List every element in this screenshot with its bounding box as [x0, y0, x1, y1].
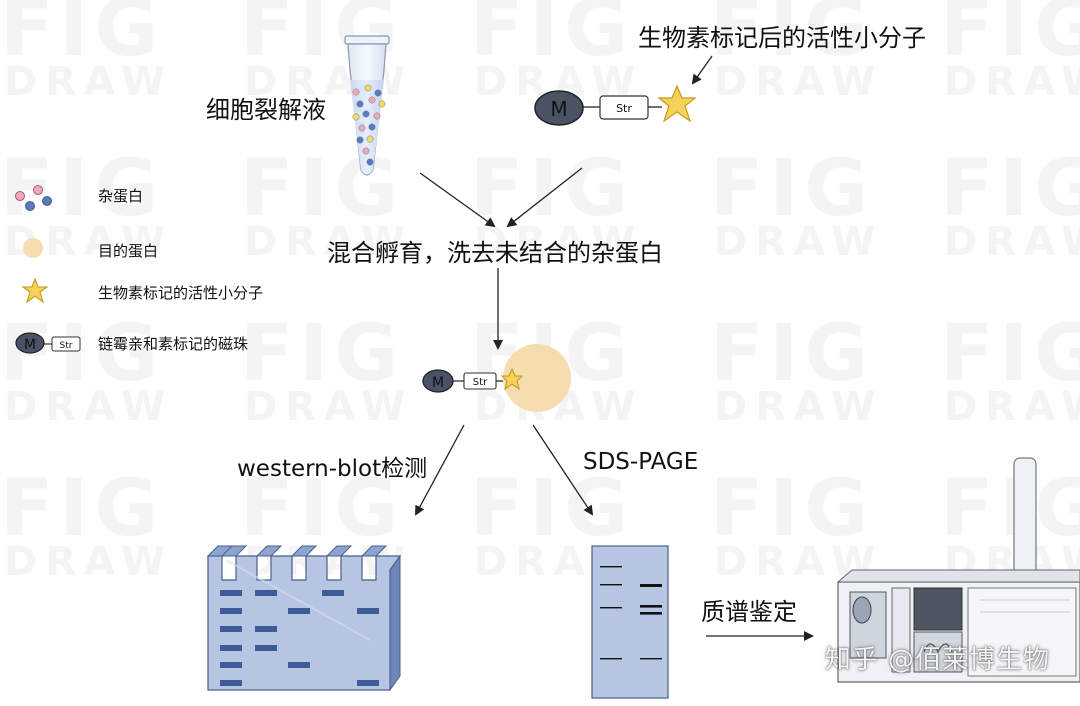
lysate-protein-dot — [364, 84, 372, 92]
arrow-probe-to-mix — [506, 167, 583, 228]
svg-text:M: M — [24, 337, 36, 353]
legend-label-target: 目的蛋白 — [98, 242, 159, 260]
sds-page-label: SDS-PAGE — [583, 449, 699, 475]
svg-text:Str: Str — [60, 341, 73, 351]
lysate-protein-dot — [362, 147, 370, 155]
lysate-protein-dot — [356, 100, 364, 108]
bead-letter: M — [432, 375, 444, 391]
western-band — [288, 662, 310, 668]
arrow-to-western — [415, 424, 465, 516]
star-icon — [500, 367, 524, 391]
linker-label: Str — [616, 102, 632, 115]
lysate-protein-dot — [356, 136, 364, 144]
lysate-protein-dot — [378, 100, 386, 108]
western-band — [255, 645, 277, 651]
sds-band — [640, 584, 662, 587]
western-band — [220, 645, 242, 651]
target-protein-icon — [503, 344, 571, 412]
sds-band — [640, 605, 662, 608]
lysate-protein-dot — [352, 88, 360, 96]
lysate-protein-dot — [374, 89, 382, 97]
credit-watermark: 知乎 @佰莱博生物 — [824, 645, 1050, 675]
western-bands — [220, 590, 379, 686]
sds-band — [600, 584, 622, 586]
lysate-tube — [344, 35, 390, 176]
lysate-protein-dot — [352, 113, 360, 121]
western-band — [357, 680, 379, 686]
western-blot-label: western-blot检测 — [237, 456, 428, 482]
sds-band — [600, 566, 622, 568]
sds-bands — [600, 566, 662, 660]
arrow-lysate-to-mix — [419, 172, 496, 228]
western-band — [255, 590, 277, 596]
legend-label-star: 生物素标记的活性小分子 — [98, 284, 264, 302]
lysate-protein-dot — [366, 135, 374, 143]
sds-band — [600, 658, 622, 660]
western-blot-membrane — [206, 545, 402, 692]
lysate-protein-dot — [366, 158, 374, 166]
sds-page-gel — [591, 545, 669, 699]
linker-label: Str — [473, 377, 488, 388]
flow-arrows — [415, 55, 814, 641]
sds-band — [600, 607, 622, 609]
western-band — [220, 608, 242, 614]
mass-spectrometer-icon — [836, 457, 1080, 683]
legend-label-impurity: 杂蛋白 — [98, 187, 144, 205]
bound-complex: M Str — [422, 344, 571, 412]
bead-icon — [534, 90, 584, 126]
legend-label-bead: 链霉亲和素标记的磁珠 — [98, 335, 249, 353]
lysate-protein-dot — [373, 112, 381, 120]
lysate-protein-dot — [368, 123, 376, 131]
lysate-label: 细胞裂解液 — [206, 96, 326, 124]
biotin-molecule-label: 生物素标记后的活性小分子 — [638, 24, 926, 52]
western-band — [220, 590, 242, 596]
probe-top: M Str — [534, 84, 697, 126]
legend-icons: M Str — [15, 185, 81, 354]
western-band — [288, 608, 310, 614]
western-band — [255, 626, 277, 632]
mass-spec-label: 质谱鉴定 — [701, 598, 797, 626]
star-icon — [657, 84, 697, 123]
western-band — [357, 608, 379, 614]
lysate-protein-dots — [352, 84, 386, 166]
incubation-step-label: 混合孵育，洗去未结合的杂蛋白 — [327, 239, 663, 267]
western-band — [220, 680, 242, 686]
sds-band — [640, 658, 662, 660]
bead-letter: M — [550, 97, 567, 121]
arrow-to-sds — [532, 424, 594, 516]
sds-band — [640, 612, 662, 615]
lysate-protein-dot — [358, 124, 366, 132]
western-band — [322, 590, 344, 596]
lysate-protein-dot — [362, 110, 370, 118]
western-band — [220, 626, 242, 632]
lysate-protein-dot — [368, 96, 376, 104]
western-band — [220, 662, 242, 668]
arrow-label-to-star — [691, 55, 713, 85]
